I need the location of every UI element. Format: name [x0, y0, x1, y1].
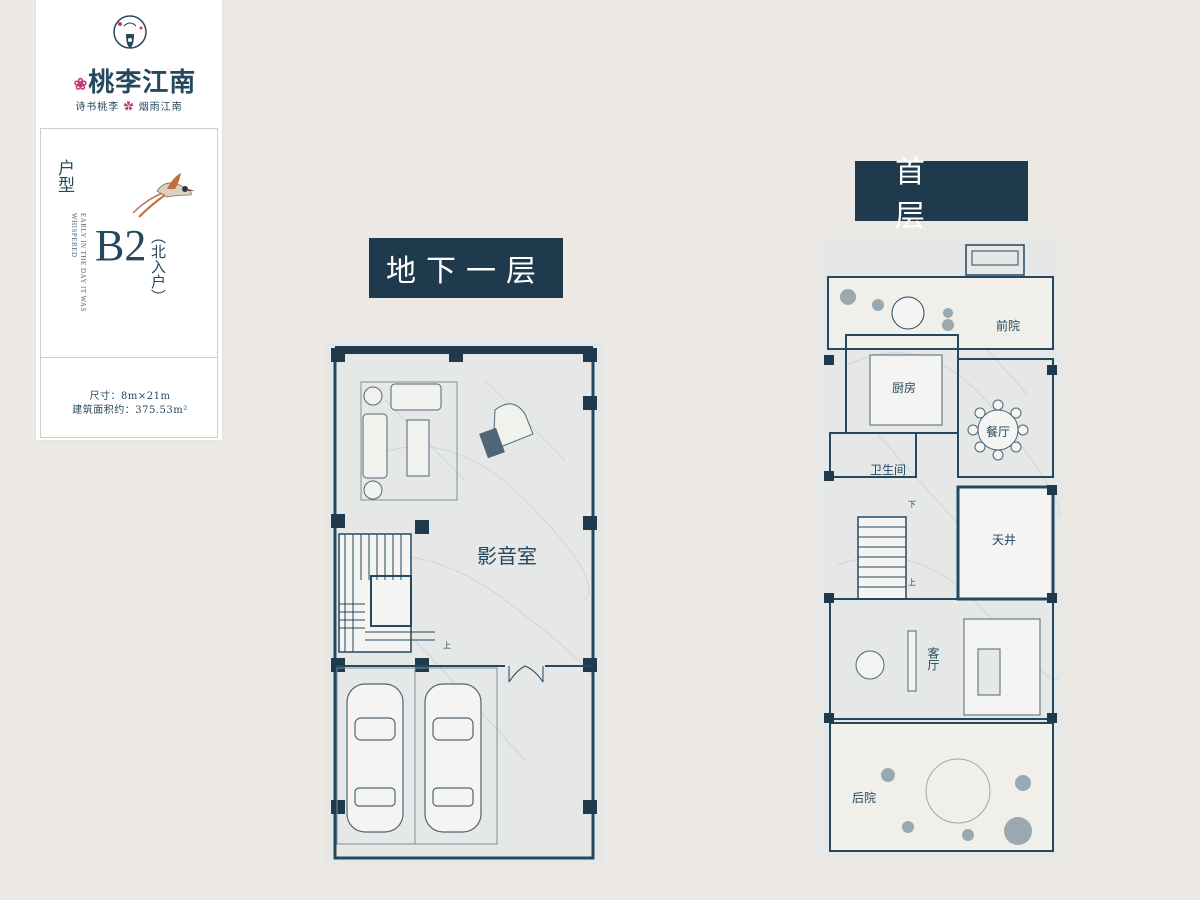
- ground-floor-title: 首 层: [855, 155, 1028, 234]
- unit-type-label: 户型: [54, 159, 74, 193]
- room-label-dining: 餐厅: [986, 425, 1011, 439]
- stair-up-label: 上: [908, 578, 916, 587]
- car-icon: [424, 683, 482, 833]
- brand-name: ❀桃李江南: [73, 68, 197, 98]
- room-label-front-yard: 前院: [996, 319, 1021, 333]
- basement-title: 地下一层: [369, 238, 563, 298]
- brand-card: ❀桃李江南 诗书桃李 ✿ 烟雨江南 户型 EARLY IN THE DAY IT…: [36, 0, 222, 440]
- room-label-bathroom: 卫生间: [870, 463, 907, 477]
- unit-size: 尺寸：8m×21m: [89, 391, 171, 402]
- room-label-living: 客厅: [926, 647, 940, 671]
- car-icon: [346, 683, 404, 833]
- entry-note: （北入户）: [149, 229, 167, 304]
- info-divider: [41, 357, 217, 358]
- stair-down-label: 下: [908, 500, 916, 509]
- bird-icon: [132, 173, 195, 218]
- basement-floor-plan: 影音室 上: [325, 340, 605, 865]
- unit-area: 建筑面积约：375.53m²: [72, 405, 188, 416]
- ground-plan-drawing: [818, 235, 1063, 860]
- basement-plan-drawing: [325, 340, 605, 865]
- room-label-theater: 影音室: [477, 544, 537, 568]
- petal-icon: ❀: [73, 74, 89, 94]
- room-label-kitchen: 厨房: [892, 381, 917, 395]
- flower-icon: ✿: [123, 102, 135, 113]
- logo-vase-icon: [113, 15, 147, 49]
- unit-code: B2: [95, 221, 147, 270]
- room-label-back-yard: 后院: [852, 791, 877, 805]
- room-label-courtyard: 天井: [992, 533, 1017, 547]
- ground-floor-plan: 前院 厨房 餐厅 卫生间 天井 客厅 后院 下 上: [818, 235, 1063, 860]
- brand-slogan: 诗书桃李 ✿ 烟雨江南: [75, 102, 183, 113]
- stair-up-label: 上: [443, 641, 451, 650]
- unit-info-box: 户型 EARLY IN THE DAY IT WAS WHISPERED B2 …: [40, 128, 218, 438]
- english-tagline: EARLY IN THE DAY IT WAS WHISPERED: [70, 213, 87, 312]
